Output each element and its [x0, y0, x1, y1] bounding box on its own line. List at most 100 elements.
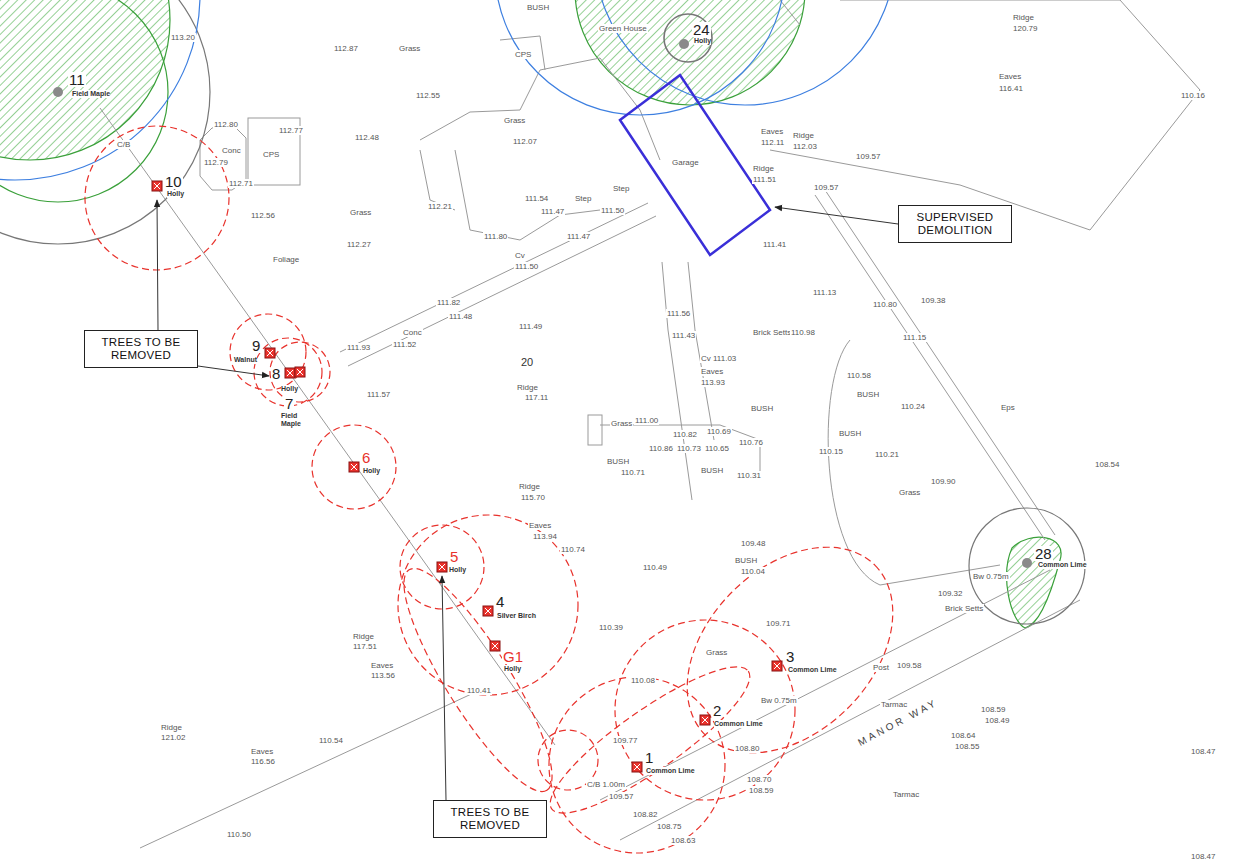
site-label: 112.03 — [792, 142, 818, 151]
site-label: 111.51 — [752, 175, 777, 184]
site-label: 110.71 — [620, 468, 646, 477]
removed-tree-rpa — [85, 126, 933, 853]
label-holder: 111.93 — [346, 343, 371, 352]
site-label: 116.56 — [250, 757, 276, 766]
label-holder: Bw 0.75m — [760, 696, 798, 705]
tree-species: Holly — [281, 385, 298, 393]
tree-number: 6 — [361, 450, 371, 465]
label-holder: 117.51 — [352, 642, 378, 651]
label-holder: 117.11 — [524, 393, 549, 402]
rpa-dashed — [398, 515, 578, 695]
site-label: 113.93 — [700, 378, 726, 387]
removed-tree-marker — [284, 367, 296, 379]
label-holder: 111.80 — [483, 232, 508, 241]
tree-species: Common Lime — [1038, 561, 1087, 569]
label-holder: 113.20 — [170, 33, 196, 42]
site-label: Grass — [705, 648, 728, 657]
site-label: Eaves — [528, 521, 552, 530]
site-label: 108.55 — [954, 742, 980, 751]
tree-dot — [53, 87, 63, 97]
site-label: Ridge — [352, 632, 375, 641]
removal-square — [632, 762, 642, 772]
tree-dot — [679, 39, 689, 49]
tree-species: Common Lime — [646, 767, 695, 775]
site-label: 110.49 — [642, 563, 668, 572]
label-holder: 112.77 — [278, 126, 304, 135]
site-label: Step — [612, 184, 630, 193]
site-label: 110.39 — [598, 623, 624, 632]
removal-square — [295, 367, 305, 377]
site-label: 108.59 — [748, 786, 774, 795]
label-holder: 110.76 — [738, 438, 764, 447]
site-label: BUSH — [606, 457, 630, 466]
label-holder: 116.41 — [998, 84, 1024, 93]
canopy-spread — [0, 0, 200, 180]
retained-tree: 28Common Lime — [1019, 544, 1089, 571]
site-label: Post — [872, 663, 890, 672]
site-label: 20 — [520, 356, 534, 369]
label-holder: Tarmac — [880, 700, 908, 709]
removed-tree: 2Common Lime — [697, 701, 765, 730]
site-label: 112.71 — [228, 179, 254, 188]
label-holder: 112.48 — [354, 133, 380, 142]
label-holder: Post — [872, 663, 890, 672]
site-label: 110.73 — [676, 444, 702, 453]
label-holder: 112.07 — [512, 137, 538, 146]
label-holder: BUSH — [734, 556, 758, 565]
label-holder: Conc — [221, 146, 242, 155]
site-label: 117.51 — [352, 642, 378, 651]
label-holder: 120.79 — [1012, 24, 1038, 33]
label-holder: Conc — [402, 328, 423, 337]
tree-number: 1 — [644, 750, 654, 765]
removal-square — [483, 606, 493, 616]
removed-tree-marker — [294, 366, 306, 378]
site-label: 111.13 — [812, 288, 837, 297]
label-holder: 111.57 — [366, 390, 391, 399]
label-holder: 108.49 — [984, 716, 1010, 725]
site-label: 110.16 — [1180, 91, 1206, 100]
site-label: 108.59 — [980, 705, 1006, 714]
removal-square — [349, 462, 359, 472]
site-label: 111.57 — [366, 390, 391, 399]
label-holder: 109.38 — [920, 296, 946, 305]
label-holder: 109.57 — [855, 152, 881, 161]
canopy-outlines — [0, 0, 1085, 624]
label-holder: 111.49 — [518, 322, 543, 331]
site-label: Grass — [898, 488, 921, 497]
label-holder: 110.31 — [736, 471, 762, 480]
callout-box: TREES TO BE REMOVED — [433, 800, 547, 838]
site-label: 113.94 — [532, 532, 558, 541]
label-holder: 112.11 — [760, 138, 785, 147]
site-label: 116.41 — [998, 84, 1024, 93]
label-holder: Ridge — [752, 164, 775, 173]
label-holder: 111.52 — [392, 340, 417, 349]
site-label: 108.80 — [734, 744, 760, 753]
site-label: 109.38 — [920, 296, 946, 305]
label-holder: 110.86 — [648, 444, 674, 453]
label-holder: 110.80 — [872, 300, 898, 309]
site-label: 110.74 — [560, 545, 586, 554]
label-holder: Eps — [1000, 403, 1016, 412]
label-holder: 108.54 — [1094, 460, 1120, 469]
site-label: BUSH — [750, 404, 774, 413]
label-holder: Grass — [705, 648, 728, 657]
site-label: 112.48 — [354, 133, 380, 142]
site-label: 108.47 — [1190, 747, 1216, 756]
removed-tree: 10Holly — [149, 172, 186, 200]
tree-species: Holly — [167, 190, 184, 198]
site-label: 111.50 — [600, 206, 625, 215]
label-holder: Cv — [514, 251, 526, 260]
site-label: 112.79 — [203, 158, 229, 167]
label-holder: 109.58 — [896, 661, 922, 670]
removed-tree-marker — [489, 640, 501, 652]
tree-species: Holly — [504, 665, 521, 673]
boundary-wall — [815, 190, 1055, 540]
label-holder: 110.16 — [1180, 91, 1206, 100]
label-holder: 110.04 — [740, 567, 766, 576]
label-holder: 109.71 — [765, 619, 791, 628]
site-label: 111.43 — [671, 331, 696, 340]
tree-species: Holly — [363, 467, 380, 475]
site-label: 110.80 — [872, 300, 898, 309]
boundary-line — [140, 690, 480, 848]
